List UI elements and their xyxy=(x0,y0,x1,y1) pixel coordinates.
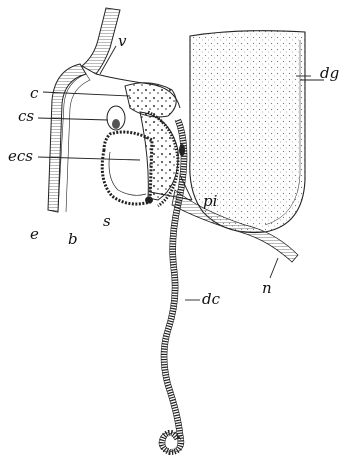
label-v: v xyxy=(118,32,127,50)
sac-s xyxy=(102,132,152,204)
label-cs: cs xyxy=(18,107,34,125)
label-e: e xyxy=(30,225,39,243)
mass-ecs xyxy=(140,112,178,200)
label-c: c xyxy=(30,84,39,102)
label-dc: dc xyxy=(202,290,221,308)
label-dg: dg xyxy=(320,64,339,82)
mass-c xyxy=(125,83,176,117)
label-pi: pi xyxy=(203,192,218,210)
label-n: n xyxy=(262,279,272,297)
body-wall-e xyxy=(48,64,90,212)
label-s: s xyxy=(103,212,111,230)
label-ecs: ecs xyxy=(8,147,33,165)
label-b: b xyxy=(68,230,78,248)
structure-cs xyxy=(107,106,125,130)
